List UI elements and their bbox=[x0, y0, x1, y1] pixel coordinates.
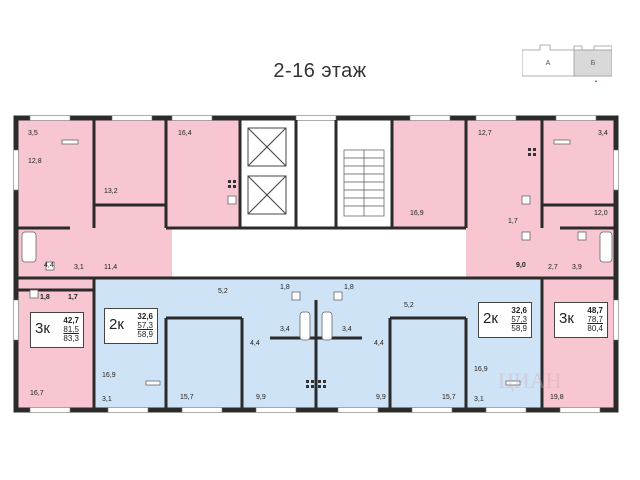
zone-apt4b-pink bbox=[542, 278, 614, 408]
room-area: 1,7 bbox=[68, 294, 78, 301]
room-area: 4,4 bbox=[250, 340, 260, 347]
room-area: 12,8 bbox=[28, 158, 42, 165]
room-area: 12,0 bbox=[594, 210, 608, 217]
apartment-card-3k-left[interactable]: 3к 42,7 81,5 83,3 bbox=[30, 312, 84, 348]
apartment-rooms: 3к bbox=[35, 320, 50, 337]
room-area: 1,7 bbox=[508, 218, 518, 225]
apartment-area-no-balcony: 57,3 bbox=[137, 321, 153, 330]
apartment-card-2k-right[interactable]: 2к 32,6 57,3 58,9 bbox=[478, 302, 532, 338]
section-b-label[interactable]: Б bbox=[590, 59, 596, 67]
room-area: 15,7 bbox=[442, 394, 456, 401]
room-area: 11,4 bbox=[104, 264, 118, 271]
room-area: 13,2 bbox=[104, 188, 118, 195]
room-area: 19,8 bbox=[550, 394, 564, 401]
corridor bbox=[172, 228, 466, 278]
room-area: 3,1 bbox=[102, 396, 112, 403]
apartment-rooms: 2к bbox=[109, 316, 124, 333]
room-area: 9,9 bbox=[256, 394, 266, 401]
apartment-card-3k-right[interactable]: 3к 48,7 78,7 80,4 bbox=[554, 302, 608, 338]
apartment-area-no-balcony: 57,3 bbox=[511, 315, 527, 324]
room-area: 3,4 bbox=[598, 130, 608, 137]
apartment-area-no-balcony: 78,7 bbox=[587, 315, 603, 324]
room-area: 16,7 bbox=[30, 390, 44, 397]
watermark: ЦИАН bbox=[498, 368, 562, 393]
apartment-area-no-balcony: 81,5 bbox=[63, 325, 79, 334]
apartment-total-area: 83,3 bbox=[63, 334, 79, 343]
room-area: 15,7 bbox=[180, 394, 194, 401]
room-area: 1,8 bbox=[40, 294, 50, 301]
room-area: 16,9 bbox=[102, 372, 116, 379]
room-area: 1,8 bbox=[280, 284, 290, 291]
apartment-total-area: 80,4 bbox=[587, 324, 603, 333]
room-area: 12,7 bbox=[478, 130, 492, 137]
room-area: 16,9 bbox=[474, 366, 488, 373]
section-selector: А Б bbox=[522, 42, 612, 82]
apartment-living-area: 32,6 bbox=[511, 306, 527, 315]
room-area: 5,2 bbox=[404, 302, 414, 309]
room-area: 3,4 bbox=[280, 326, 290, 333]
room-area: 3,5 bbox=[28, 130, 38, 137]
apartment-living-area: 32,6 bbox=[137, 312, 153, 321]
room-area: 3,1 bbox=[474, 396, 484, 403]
room-area: 16,9 bbox=[410, 210, 424, 217]
section-a-label[interactable]: А bbox=[545, 59, 551, 67]
room-area: 4,4 bbox=[44, 262, 54, 269]
apartment-card-2k-left[interactable]: 2к 32,6 57,3 58,9 bbox=[104, 308, 158, 344]
room-area: 9,9 bbox=[376, 394, 386, 401]
room-area: 16,4 bbox=[178, 130, 192, 137]
room-area: 4,4 bbox=[374, 340, 384, 347]
room-area: 3,4 bbox=[342, 326, 352, 333]
apartment-total-area: 58,9 bbox=[137, 330, 153, 339]
room-area: 3,9 bbox=[572, 264, 582, 271]
room-area: 3,1 bbox=[74, 264, 84, 271]
apartment-living-area: 42,7 bbox=[63, 316, 79, 325]
zone-apt3-blue bbox=[316, 278, 542, 408]
apartment-living-area: 48,7 bbox=[587, 306, 603, 315]
apartment-total-area: 58,9 bbox=[511, 324, 527, 333]
apartment-rooms: 2к bbox=[483, 310, 498, 327]
room-area: 5,2 bbox=[218, 288, 228, 295]
apartment-rooms: 3к bbox=[559, 310, 574, 327]
room-area: 9,0 bbox=[516, 262, 526, 269]
room-area: 2,7 bbox=[548, 264, 558, 271]
room-area: 1,8 bbox=[344, 284, 354, 291]
floor-title: 2-16 этаж bbox=[273, 60, 367, 82]
section-selector-outline bbox=[522, 44, 612, 82]
